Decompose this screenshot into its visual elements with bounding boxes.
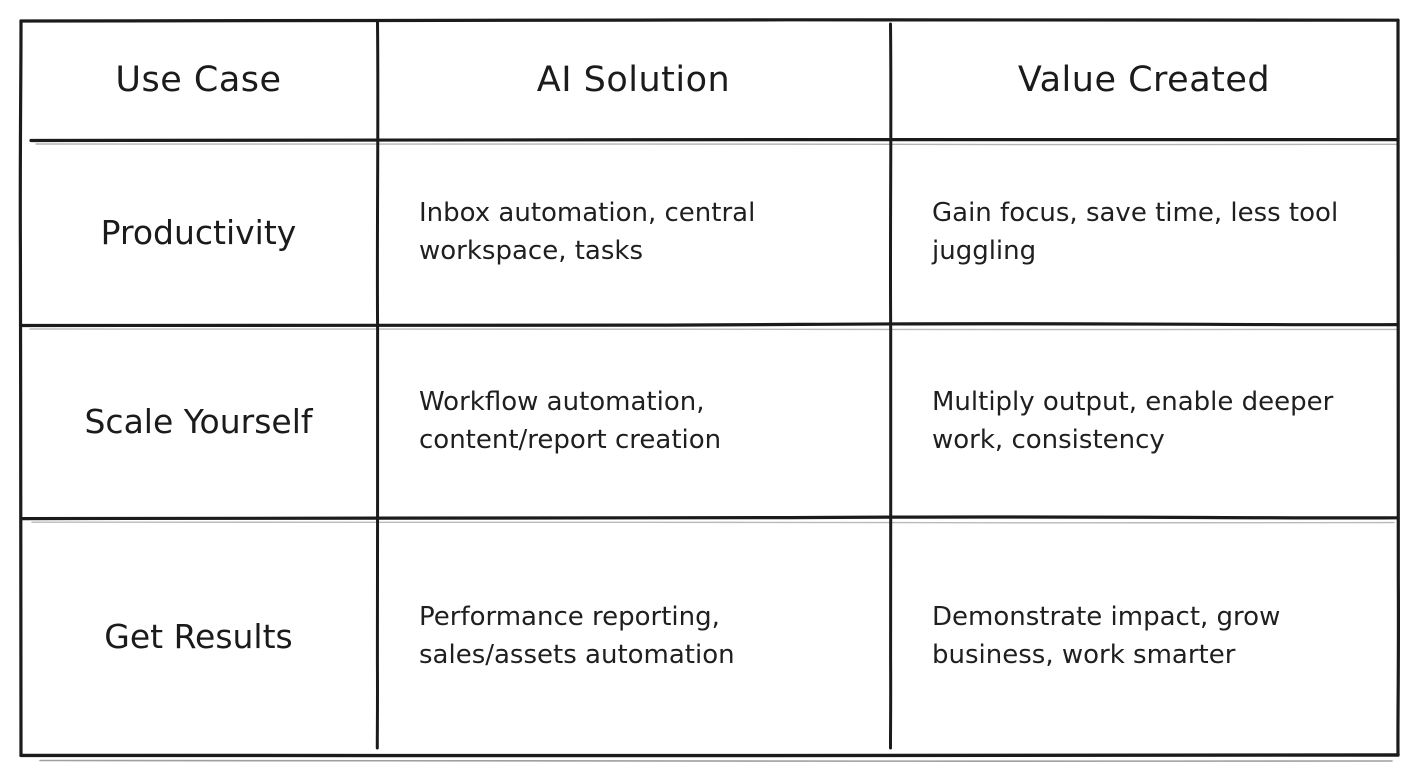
value-created-cell: Multiply output, enable deeper work, con… (890, 325, 1398, 518)
value-created-text: Demonstrate impact, grow business, work … (932, 601, 1281, 670)
column-header-label: AI Solution (536, 59, 731, 100)
ai-solution-text: Workflow automation, content/report crea… (419, 386, 722, 455)
border-bottom (19, 753, 1400, 758)
table-row: Scale Yourself (20, 325, 377, 518)
value-created-text: Gain focus, save time, less tool jugglin… (932, 197, 1339, 266)
ai-solution-cell: Performance reporting, sales/assets auto… (377, 518, 890, 755)
table-header-cell-value-created: Value Created (890, 20, 1398, 140)
column-header-label: Use Case (115, 59, 282, 100)
value-created-cell: Gain focus, save time, less tool jugglin… (890, 140, 1398, 325)
use-case-label: Productivity (100, 212, 297, 252)
table-grid: Use Case AI Solution Value Created Produ… (20, 20, 1398, 755)
column-header-label: Value Created (1017, 59, 1271, 100)
value-created-text: Multiply output, enable deeper work, con… (932, 386, 1334, 455)
ai-solution-cell: Workflow automation, content/report crea… (377, 325, 890, 518)
table-row: Get Results (20, 518, 377, 755)
table-header-cell-ai-solution: AI Solution (377, 20, 890, 140)
use-case-label: Get Results (104, 616, 293, 656)
ai-solution-text: Inbox automation, central workspace, tas… (419, 197, 756, 266)
table-header-cell-use-case: Use Case (20, 20, 377, 140)
border-bottom-second-pass (39, 759, 1393, 763)
use-case-label: Scale Yourself (84, 401, 313, 441)
value-created-cell: Demonstrate impact, grow business, work … (890, 518, 1398, 755)
ai-solution-cell: Inbox automation, central workspace, tas… (377, 140, 890, 325)
ai-solution-text: Performance reporting, sales/assets auto… (419, 601, 735, 670)
table-row: Productivity (20, 140, 377, 325)
